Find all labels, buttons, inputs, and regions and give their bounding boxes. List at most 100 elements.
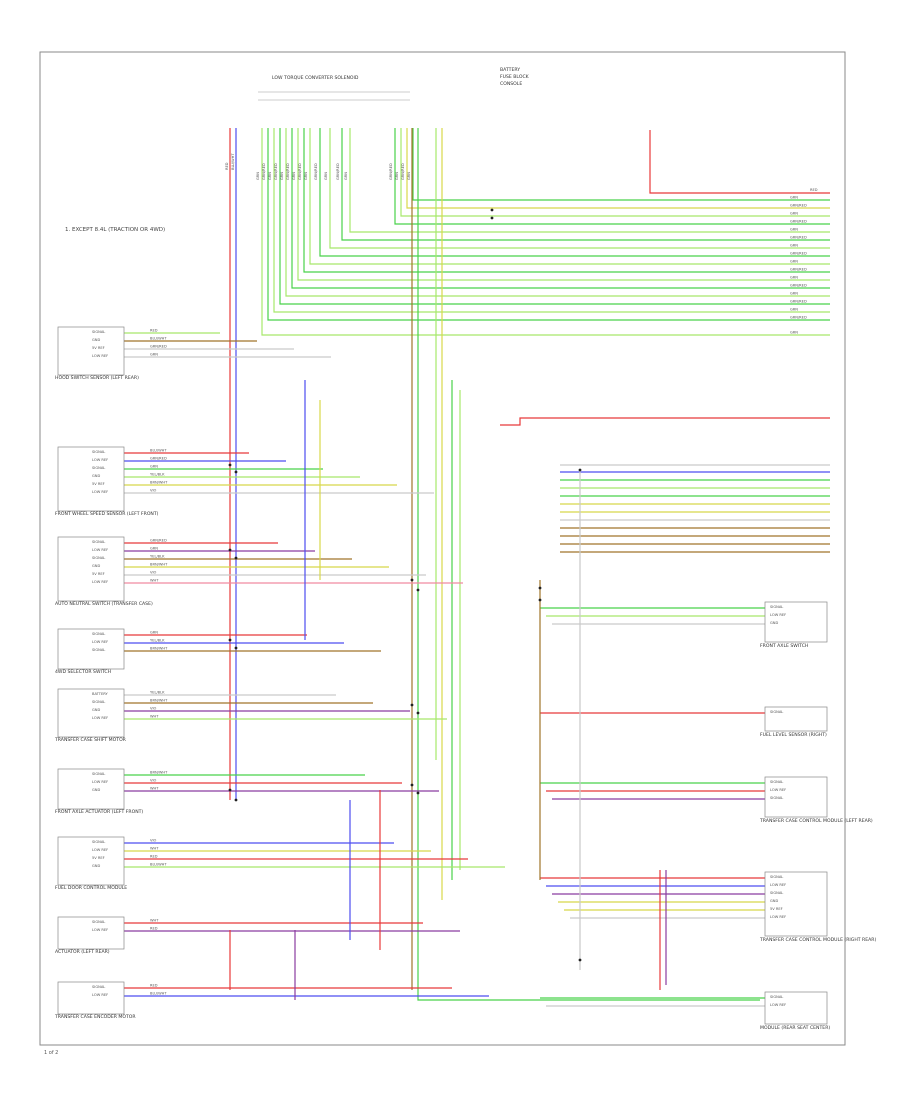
component-pin-label: SIGNAL — [92, 648, 105, 652]
component-r1 — [764, 601, 828, 643]
diagram-frame — [39, 51, 846, 1046]
component-pin-label: LOW REF — [92, 780, 108, 784]
component-pin-label: SIGNAL — [92, 540, 105, 544]
signal-wire — [297, 128, 830, 281]
wire-label: GRN — [292, 172, 296, 180]
component-name: TRANSFER CASE CONTROL MODULE (RIGHT REAR… — [759, 937, 876, 943]
component-c1 — [57, 326, 125, 376]
splice-dot — [234, 646, 238, 650]
signal-wire — [406, 128, 830, 209]
component-c2 — [57, 446, 125, 512]
component-pin-label: GND — [92, 788, 100, 792]
component-pin-label: 5V REF — [92, 572, 105, 576]
component-pin-label: GND — [92, 474, 100, 478]
signal-wire — [291, 128, 830, 289]
component-pin-label: LOW REF — [92, 458, 108, 462]
wire-label: GRN — [407, 172, 411, 180]
component-r4 — [764, 871, 828, 937]
signal-wire — [341, 128, 830, 241]
wire-label: GRN/RED — [790, 268, 807, 272]
component-pin-label: SIGNAL — [770, 995, 783, 999]
component-pin-label: LOW REF — [770, 883, 786, 887]
wire-label: GRN — [790, 212, 798, 216]
wire-label: GRN — [790, 228, 798, 232]
component-name: FRONT WHEEL SPEED SENSOR (LEFT FRONT) — [55, 511, 159, 517]
wire-label: GRN/RED — [790, 252, 807, 256]
signal-wire — [417, 128, 760, 1001]
component-c6 — [57, 768, 125, 810]
wire-label: GRN/RED — [274, 163, 278, 180]
text-layer: 1. EXCEPT 8.4L (TRACTION OR 4WD) LOW TOR… — [65, 67, 530, 233]
component-c9 — [57, 981, 125, 1015]
wire-label: GRN/RED — [790, 284, 807, 288]
component-pin-label: LOW REF — [92, 716, 108, 720]
component-pin-label: SIGNAL — [92, 556, 105, 560]
component-pin-label: LOW REF — [92, 848, 108, 852]
splice-dot — [410, 578, 414, 582]
diagram-note: 1. EXCEPT 8.4L (TRACTION OR 4WD) — [65, 227, 165, 233]
component-name: MODULE (REAR SEAT CENTER) — [760, 1025, 830, 1031]
wire-label: GRN — [395, 172, 399, 180]
wire-label: GRN/RED — [790, 316, 807, 320]
wire-label: YEL/BLK — [150, 473, 165, 477]
signal-wire — [412, 128, 830, 201]
splice-dot — [228, 463, 232, 467]
component-name: 4WD SELECTOR SWITCH — [55, 669, 111, 675]
wire-label: BLU/WHT — [150, 992, 167, 996]
component-pin-label: LOW REF — [92, 580, 108, 584]
component-c4 — [57, 628, 125, 670]
wire-label: GRN — [790, 260, 798, 264]
wire-label: RED — [225, 162, 229, 170]
component-pin-label: GND — [92, 338, 100, 342]
wire-label: GRN — [790, 331, 798, 335]
component-pin-label: GND — [92, 564, 100, 568]
wire-label: VIO — [150, 571, 157, 575]
wire-label: GRN/RED — [336, 163, 340, 180]
component-pin-label: LOW REF — [770, 915, 786, 919]
wire-label: BRN/WHT — [150, 771, 168, 775]
wire-label: RED — [150, 855, 158, 859]
component-pin-label: LOW REF — [92, 640, 108, 644]
wire-label: GRN — [790, 196, 798, 200]
component-name: TRANSFER CASE SHIFT MOTOR — [54, 737, 127, 743]
component-pin-label: GND — [92, 864, 100, 868]
splice-dot — [234, 798, 238, 802]
splice-dot — [228, 638, 232, 642]
wire-label: BLU/WHT — [231, 153, 235, 170]
component-pin-label: LOW REF — [92, 354, 108, 358]
splice-dot — [416, 588, 420, 592]
splice-dot — [228, 788, 232, 792]
splice-dot — [416, 791, 420, 795]
wire-label: WHT — [150, 847, 159, 851]
wire-label: GRN/RED — [790, 300, 807, 304]
component-pin-label: LOW REF — [92, 928, 108, 932]
wire-label: YEL/BLK — [150, 691, 165, 695]
wire-label: WHT — [150, 579, 159, 583]
component-name: TRANSFER CASE ENCODER MOTOR — [54, 1014, 136, 1020]
component-pin-label: SIGNAL — [92, 450, 105, 454]
component-pin-label: BATTERY — [92, 692, 109, 696]
component-pin-label: GND — [92, 708, 100, 712]
wire-label: VIO — [150, 707, 157, 711]
signal-wire — [394, 128, 830, 225]
signal-wire — [285, 128, 830, 297]
battery-feed-wire — [649, 130, 830, 194]
wire-label: BLU/WHT — [150, 337, 167, 341]
component-name: FRONT AXLE ACTUATOR (LEFT FRONT) — [55, 809, 143, 815]
wire-label: GRN — [256, 172, 260, 180]
component-c7 — [57, 836, 125, 886]
wire-label: BRN/WHT — [150, 563, 168, 567]
signal-wire — [279, 128, 830, 305]
component-pin-label: 5V REF — [92, 346, 105, 350]
component-c8 — [57, 916, 125, 950]
splice-dot — [234, 470, 238, 474]
top-right-label-battery: BATTERY — [500, 67, 520, 73]
component-c5 — [57, 688, 125, 738]
component-pin-label: SIGNAL — [770, 605, 783, 609]
component-pin-label: 5V REF — [92, 856, 105, 860]
signal-wire — [273, 128, 830, 313]
splice-dot — [538, 598, 542, 602]
component-pin-label: SIGNAL — [92, 985, 105, 989]
component-pin-label: GND — [770, 899, 778, 903]
wire-label: WHT — [150, 919, 159, 923]
